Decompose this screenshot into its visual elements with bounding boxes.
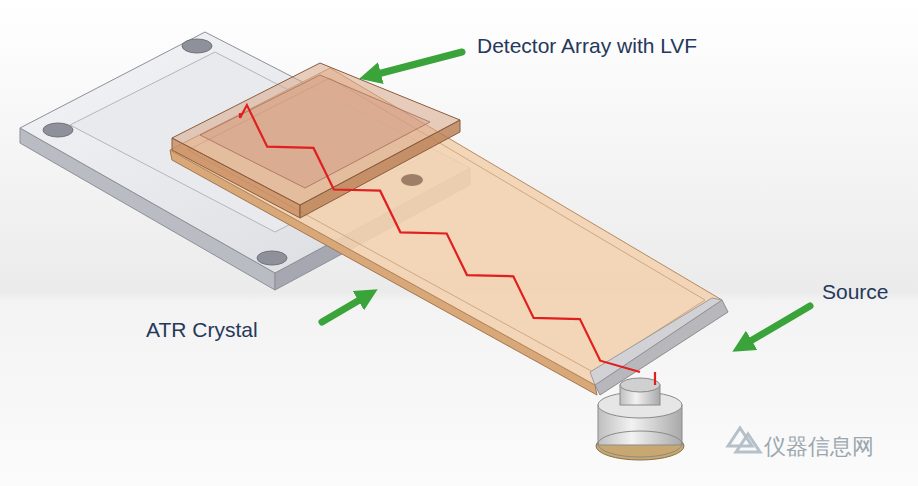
detector-callout-arrow — [370, 52, 462, 76]
light-path — [240, 105, 655, 385]
detector-array — [172, 63, 460, 218]
crystal-label: ATR Crystal — [146, 318, 258, 342]
source-label: Source — [822, 280, 889, 304]
source-callout-arrow — [742, 306, 810, 346]
watermark-text: 仪器信息网 — [764, 434, 874, 459]
crystal-callout-arrow — [322, 295, 368, 322]
ir-source — [596, 378, 684, 460]
detector-label: Detector Array with LVF — [477, 34, 697, 58]
watermark-logo — [728, 428, 760, 452]
callout-arrows — [322, 52, 810, 346]
